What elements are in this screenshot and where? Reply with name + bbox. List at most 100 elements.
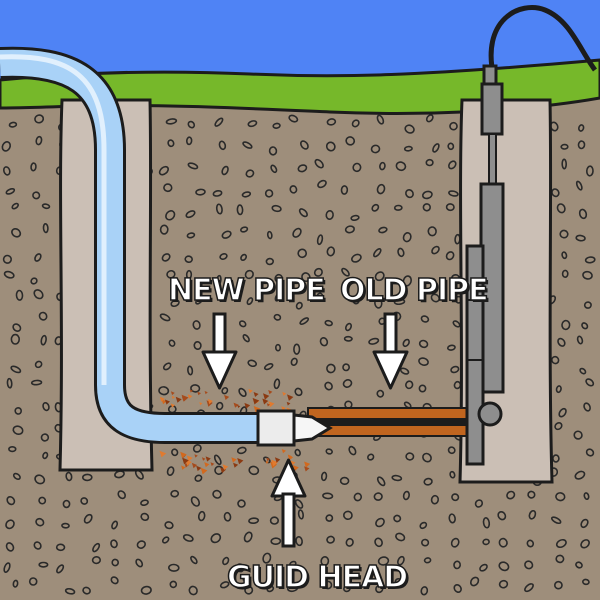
debris-fragment [304, 466, 310, 472]
gravel-stone [288, 560, 297, 568]
debris-fragment [182, 457, 189, 465]
gravel-stone [266, 230, 273, 240]
gravel-stone [423, 477, 433, 486]
gravel-stone [236, 446, 247, 455]
gravel-stone [110, 576, 119, 585]
gravel-stone [117, 490, 126, 500]
gravel-stone [30, 379, 43, 386]
debris-fragment [161, 399, 167, 405]
debris-fragment [266, 403, 270, 407]
gravel-stone [323, 580, 333, 590]
gravel-stone [575, 234, 586, 242]
gravel-stone [40, 433, 50, 442]
gravel-stone [428, 277, 437, 285]
gravel-stone [405, 380, 414, 390]
gravel-stone [583, 492, 590, 501]
gravel-stone [215, 274, 222, 286]
gravel-stone [445, 203, 455, 212]
gravel-stone [8, 446, 17, 453]
gravel-stone [482, 538, 490, 546]
gravel-stone [270, 164, 278, 174]
gravel-stone [91, 555, 101, 565]
new-pipe-arrow [201, 312, 238, 390]
gravel-stone [402, 490, 410, 501]
gravel-stone [524, 560, 534, 570]
gravel-stone [393, 514, 402, 523]
gravel-stone [38, 561, 49, 568]
gravel-stone [453, 584, 462, 593]
gravel-stone [526, 539, 535, 548]
gravel-stone [247, 359, 257, 368]
gravel-stone [299, 317, 310, 326]
gravel-stone [579, 367, 587, 375]
gravel-stone [140, 585, 152, 595]
gravel-stone [339, 476, 350, 486]
old-pipe-label: OLD PIPE [339, 273, 489, 308]
debris-fragment [237, 458, 244, 465]
debris-fragment [204, 391, 208, 395]
gravel-stone [28, 577, 38, 586]
gravel-stone [167, 139, 175, 148]
gravel-stone [580, 539, 590, 549]
gravel-stone [170, 489, 180, 498]
gravel-stone [268, 146, 278, 156]
gravel-stone [62, 499, 71, 509]
gravel-stone [368, 337, 380, 345]
gravel-stone [273, 378, 281, 390]
gravel-stone [427, 226, 437, 237]
new-pipe [0, 49, 262, 441]
gravel-stone [212, 190, 223, 197]
gravel-stone [14, 407, 23, 415]
gravel-stone [393, 298, 406, 306]
gravel-stone [159, 313, 171, 322]
gravel-stone [168, 563, 180, 572]
gravel-stone [376, 389, 385, 398]
gravel-stone [405, 452, 415, 461]
gravel-stone [575, 180, 583, 191]
gravel-stone [313, 267, 323, 277]
gravel-stone [163, 183, 173, 193]
gravel-stone [185, 136, 193, 146]
gravel-stone [448, 190, 459, 197]
gravel-stone [158, 165, 169, 176]
gravel-stone [585, 165, 594, 177]
gravel-stone [164, 521, 174, 530]
gravel-stone [235, 563, 245, 573]
gravel-stone [370, 144, 381, 154]
gravel-stone [353, 492, 363, 502]
gravel-stone [325, 448, 333, 455]
gravel-stone [351, 119, 360, 128]
gravel-stone [448, 513, 456, 524]
gravel-stone [378, 226, 388, 234]
gravel-stone [40, 334, 47, 346]
debris-fragment [204, 462, 210, 468]
debris-fragment [253, 406, 261, 413]
debris-fragment [175, 396, 182, 403]
gravel-stone [264, 189, 274, 198]
gravel-stone [402, 275, 412, 287]
gravel-stone [551, 188, 560, 198]
gravel-stone [33, 289, 44, 300]
guide-head-label: GUID HEAD [226, 560, 409, 595]
gravel-stone [350, 214, 360, 221]
gravel-stone [450, 537, 460, 548]
gravel-stone [12, 472, 21, 481]
gravel-stone [239, 226, 249, 233]
debris-fragment [196, 465, 202, 472]
gravel-stone [188, 585, 198, 596]
debris-fragment [220, 467, 227, 474]
gravel-stone [166, 269, 176, 279]
gravel-stone [453, 560, 462, 570]
gravel-stone [140, 499, 149, 507]
gravel-stone [219, 253, 228, 260]
gravel-stone [418, 339, 429, 349]
debris-fragment [282, 391, 287, 396]
gravel-stone [187, 365, 194, 376]
gravel-stone [38, 311, 48, 321]
gravel-stone [187, 120, 196, 129]
gravel-stone [560, 143, 569, 150]
debris-fragment [159, 396, 165, 402]
gravel-stone [345, 136, 356, 146]
gravel-stone [301, 272, 311, 283]
